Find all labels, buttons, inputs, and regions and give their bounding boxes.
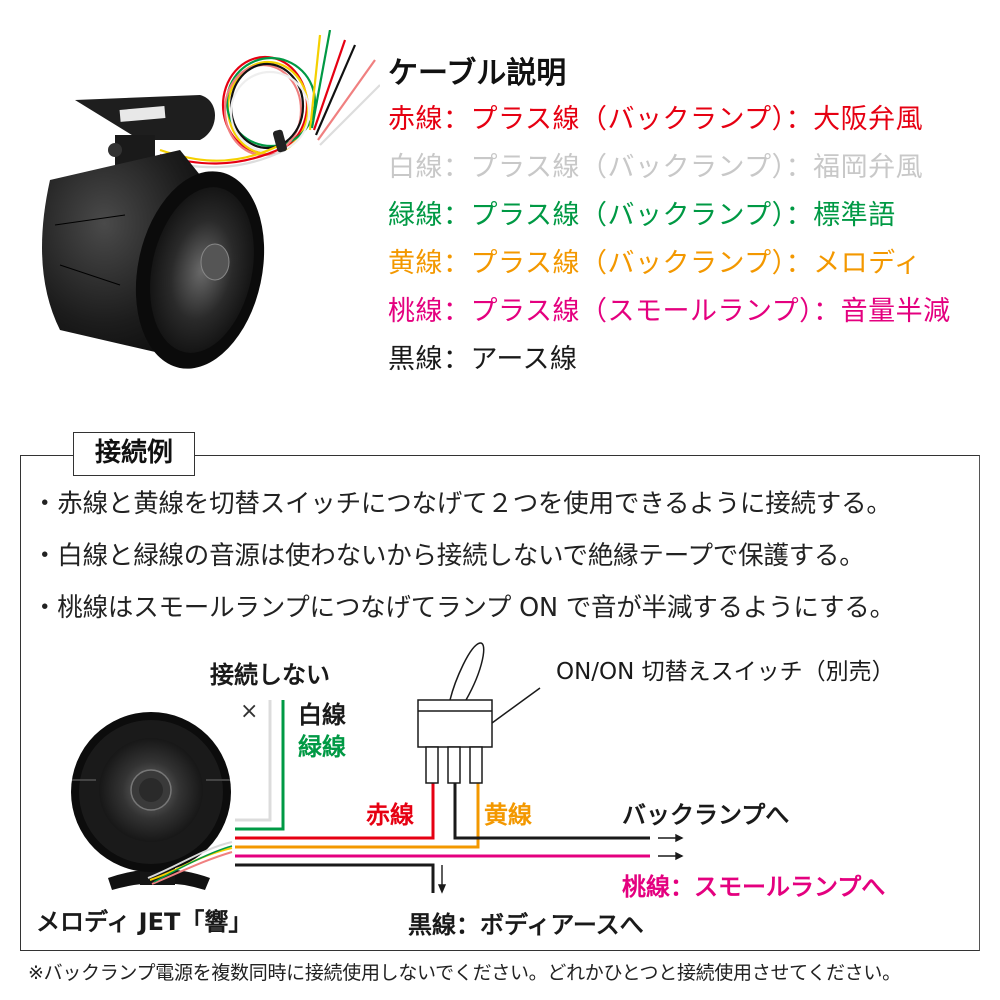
legend-item-red: 赤線：プラス線（バックランプ）：大阪弁風	[388, 104, 924, 135]
red-wire-label: 赤線	[366, 801, 414, 829]
legend-item-black: 黒線：アース線	[388, 344, 578, 375]
green-wire-label: 緑線	[298, 733, 346, 761]
connection-instructions: ・赤線と黄線を切替スイッチにつなげて２つを使用できるように接続する。 ・白線と緑…	[32, 482, 895, 638]
instruction-item: ・赤線と黄線を切替スイッチにつなげて２つを使用できるように接続する。	[32, 489, 892, 519]
not-connected-label: 接続しない	[210, 661, 330, 689]
back-lamp-label: バックランプへ	[622, 801, 790, 829]
body-ground-label: 黒線：ボディアースへ	[408, 911, 644, 939]
product-photo-siren	[42, 30, 380, 369]
legend-item-green: 緑線：プラス線（バックランプ）：標準語	[388, 200, 896, 231]
instruction-item: ・白線と緑線の音源は使わないから接続しないで絶縁テープで保護する。	[32, 541, 865, 571]
instruction-item: ・桃線はスモールランプにつなげてランプ ON で音が半減するようにする。	[32, 593, 895, 623]
cable-legend-title: ケーブル説明	[388, 56, 567, 91]
yellow-wire-label: 黄線	[484, 801, 532, 829]
footnote: ※バックランプ電源を複数同時に接続使用しないでください。どれかひとつと接続使用さ…	[28, 962, 901, 984]
switch-label: ON/ON 切替えスイッチ（別売）	[556, 659, 895, 685]
not-connected-x-mark: ×	[240, 699, 259, 724]
small-lamp-label: 桃線：スモールランプへ	[622, 873, 886, 901]
legend-item-pink: 桃線：プラス線（スモールランプ）：音量半減	[388, 296, 951, 327]
connection-example-frame	[20, 455, 980, 951]
legend-item-yellow: 黄線：プラス線（バックランプ）：メロディ	[388, 248, 922, 279]
legend-item-white: 白線：プラス線（バックランプ）：福岡弁風	[388, 152, 924, 183]
product-name-label: メロディ JET「響」	[36, 908, 253, 936]
white-wire-label: 白線	[298, 701, 346, 729]
cable-legend-list: 赤線：プラス線（バックランプ）：大阪弁風 白線：プラス線（バックランプ）：福岡弁…	[388, 100, 951, 388]
connection-example-label: 接続例	[73, 432, 195, 476]
